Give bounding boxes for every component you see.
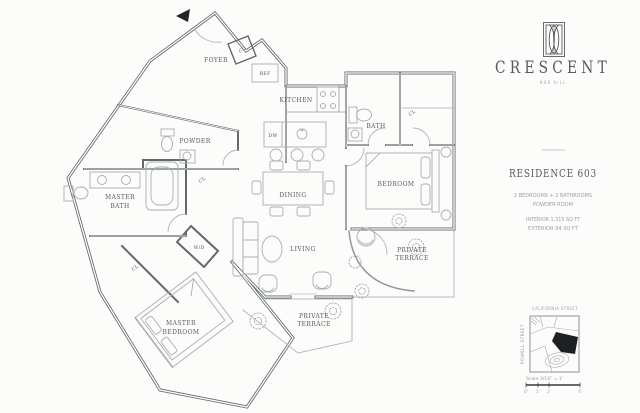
room-label-masterbed-1: MASTER [166,320,196,327]
room-label-cl-foyer: CL [238,45,248,54]
range [316,86,340,113]
site-map-drawing [529,315,580,373]
counter [286,85,347,113]
stool [269,148,283,162]
brand-location: NOB HILL [540,80,566,86]
brand-emblem [543,22,565,57]
brand-panel: CRESCENT NOB HILL RESIDENCE 603 2 BEDROO… [495,22,611,232]
stool [290,148,304,162]
room-label-dw: DW [268,133,277,139]
chair [269,160,284,171]
room-label-cl-master: CL [131,263,141,272]
lounge-chair [258,274,278,293]
street-label-california: CALIFORNIA STREET [532,306,578,312]
room-label-terrace-bottom-1: PRIVATE [299,313,329,320]
room-label-foyer: FOYER [204,57,228,64]
room-labels: FOYER CL REF KITCHEN DW POWDER BATH CL B… [105,45,429,336]
unit-location-marker [552,332,578,354]
room-label-dining: DINING [279,192,306,199]
dining-table [262,171,324,206]
room-label-kitchen: KITCHEN [279,97,312,104]
site-map: CALIFORNIA STREET POWELL STREET Scale 3/… [520,306,582,394]
scale-tick-1: 1' [536,389,540,394]
chair [296,206,311,217]
scale-bar [525,382,581,388]
room-label-masterbath-2: BATH [110,203,129,210]
nightstand [440,146,452,158]
furniture [63,63,452,369]
island [263,121,327,148]
room-label-masterbath-1: MASTER [105,194,135,201]
room-label-bath2: BATH [366,123,385,130]
refrigerator [251,63,279,83]
curved-glass-wall [348,230,415,292]
scale-ticks: 0' 1' 2' 4' [524,389,582,394]
scale-tick-2: 2' [547,389,551,394]
foyer-closet [227,35,257,65]
room-label-bedroom2: BEDROOM [378,181,415,188]
room-label-cl-bed2: CL [408,108,418,117]
room-label-ref: REF [259,71,271,77]
unit-plan: FOYER CL REF KITCHEN DW POWDER BATH CL B… [63,9,456,409]
terrace-outlines [242,230,455,354]
scale-tick-0: 0' [524,389,528,394]
brand-name: CRESCENT [495,58,611,77]
spec-exterior: EXTERIOR 94 SQ FT [528,226,579,232]
interior-walls [83,35,455,304]
chair [269,206,284,217]
door-swings [167,29,431,255]
nightstand [440,209,452,221]
room-label-cl-hall: CL [198,175,208,184]
chair [251,180,262,195]
room-label-masterbed-2: BEDROOM [163,329,200,336]
lounge-chair [312,271,332,290]
plants [249,213,425,330]
headboard [431,149,440,213]
bathtub [145,161,179,211]
sofa-seat [242,221,259,275]
street-label-powell: POWELL STREET [520,324,525,364]
master-bed [134,271,234,369]
vanity [89,171,141,189]
room-label-terrace-right-1: PRIVATE [397,247,427,254]
terrace-chair [356,227,376,247]
room-label-terrace-bottom-2: TERRACE [297,321,331,328]
spec-bedrooms: 2 BEDROOMS + 2 BATHROOMS [514,193,593,199]
residence-title: RESIDENCE 603 [509,166,597,180]
entry-arrow-icon [176,9,190,22]
coffee-table [261,235,283,263]
room-label-terrace-right-2: TERRACE [395,255,429,262]
room-label-wd: W/D [194,245,205,251]
chair [324,180,335,195]
island-sink [296,128,308,140]
spec-interior: INTERIOR 1,315 SQ FT [526,217,581,223]
chair [296,160,311,171]
residence-specs: 2 BEDROOMS + 2 BATHROOMS POWDER ROOM INT… [514,193,593,232]
room-label-powder: POWDER [179,138,210,145]
scale-label: Scale 3/16" = 1' [526,376,563,382]
room-label-living: LIVING [290,246,316,253]
scale-tick-3: 4' [578,389,582,394]
spec-powder: POWDER ROOM [533,202,573,208]
stool [311,148,325,162]
